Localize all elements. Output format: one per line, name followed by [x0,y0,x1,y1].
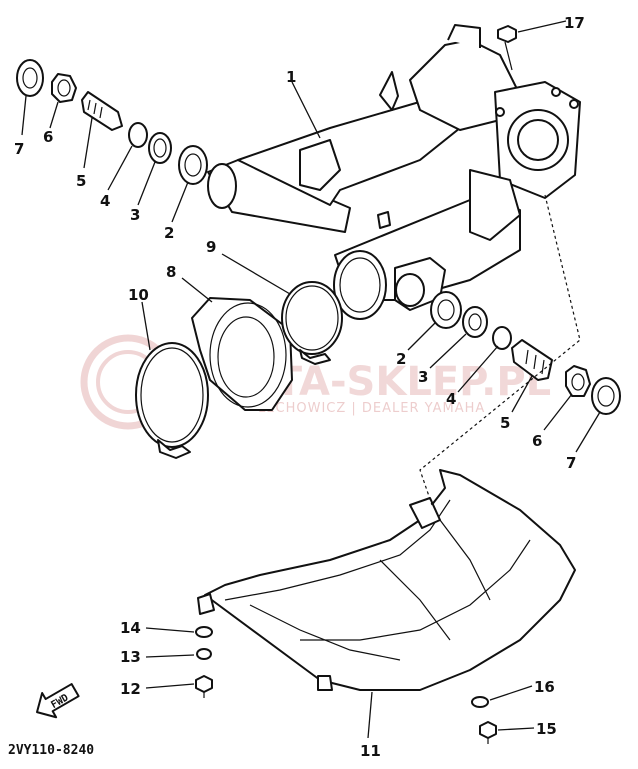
right-bearing-stack[interactable] [430,291,621,415]
callout-14: 14 [120,619,141,637]
shaft-part-5-left[interactable] [81,91,123,131]
callout-1: 1 [286,68,296,86]
bushing-part-4-left[interactable] [128,122,148,148]
callout-16: 16 [534,678,555,696]
diagram-code: 2VY110-8240 [8,743,94,758]
washer-part-14[interactable] [195,626,213,638]
callout-2-right: 2 [396,350,406,368]
callout-5-right: 5 [500,414,510,432]
bolt-part-15[interactable] [479,721,497,739]
bearing-part-2-left[interactable] [178,145,208,185]
callout-3-right: 3 [418,368,428,386]
bolt-part-12[interactable] [195,675,213,693]
bushing-part-4-right[interactable] [492,326,512,350]
callout-12: 12 [120,680,141,698]
callout-4-right: 4 [446,390,456,408]
clamp-ring-part-10[interactable] [135,342,209,459]
leader-lines [21,20,601,739]
swingarm-part-1[interactable] [207,24,581,320]
callout-7-right: 7 [566,454,576,472]
callout-15: 15 [536,720,557,738]
watermark-tagline: ŁECHOWICZ | DEALER YAMAHA [257,401,485,416]
boot-part-8[interactable] [191,297,293,411]
fastener-hardware[interactable] [195,626,497,744]
washer-part-13[interactable] [196,648,212,660]
left-bearing-stack[interactable] [16,59,208,185]
callout-9: 9 [206,238,216,256]
guard-part-11[interactable] [197,469,576,691]
callout-6-right: 6 [532,432,542,450]
callout-11: 11 [360,742,381,760]
callout-8: 8 [166,263,176,281]
washer-part-16[interactable] [471,696,489,708]
callout-7-left: 7 [14,140,24,158]
callout-5-left: 5 [76,172,86,190]
callout-6-left: 6 [43,128,53,146]
bolt-part-17[interactable] [497,25,517,71]
bearing-part-3-right[interactable] [462,306,488,338]
bearing-part-2-right[interactable] [430,291,462,329]
band-part-9[interactable] [281,281,343,365]
seal-part-7-right[interactable] [591,377,621,415]
nut-part-6-left[interactable] [51,73,77,103]
callout-17: 17 [564,14,585,32]
callout-labels: 1 7 6 5 4 3 2 9 8 10 2 3 4 5 6 7 17 14 1… [14,14,585,760]
bearing-part-3-left[interactable] [148,132,172,164]
callout-13: 13 [120,648,141,666]
forward-arrow-icon: FWD [36,683,80,719]
callout-10: 10 [128,286,149,304]
callout-2-left: 2 [164,224,174,242]
seal-part-7-left[interactable] [16,59,44,97]
callout-3-left: 3 [130,206,140,224]
nut-part-6-right[interactable] [565,365,591,397]
callout-4-left: 4 [100,192,110,210]
